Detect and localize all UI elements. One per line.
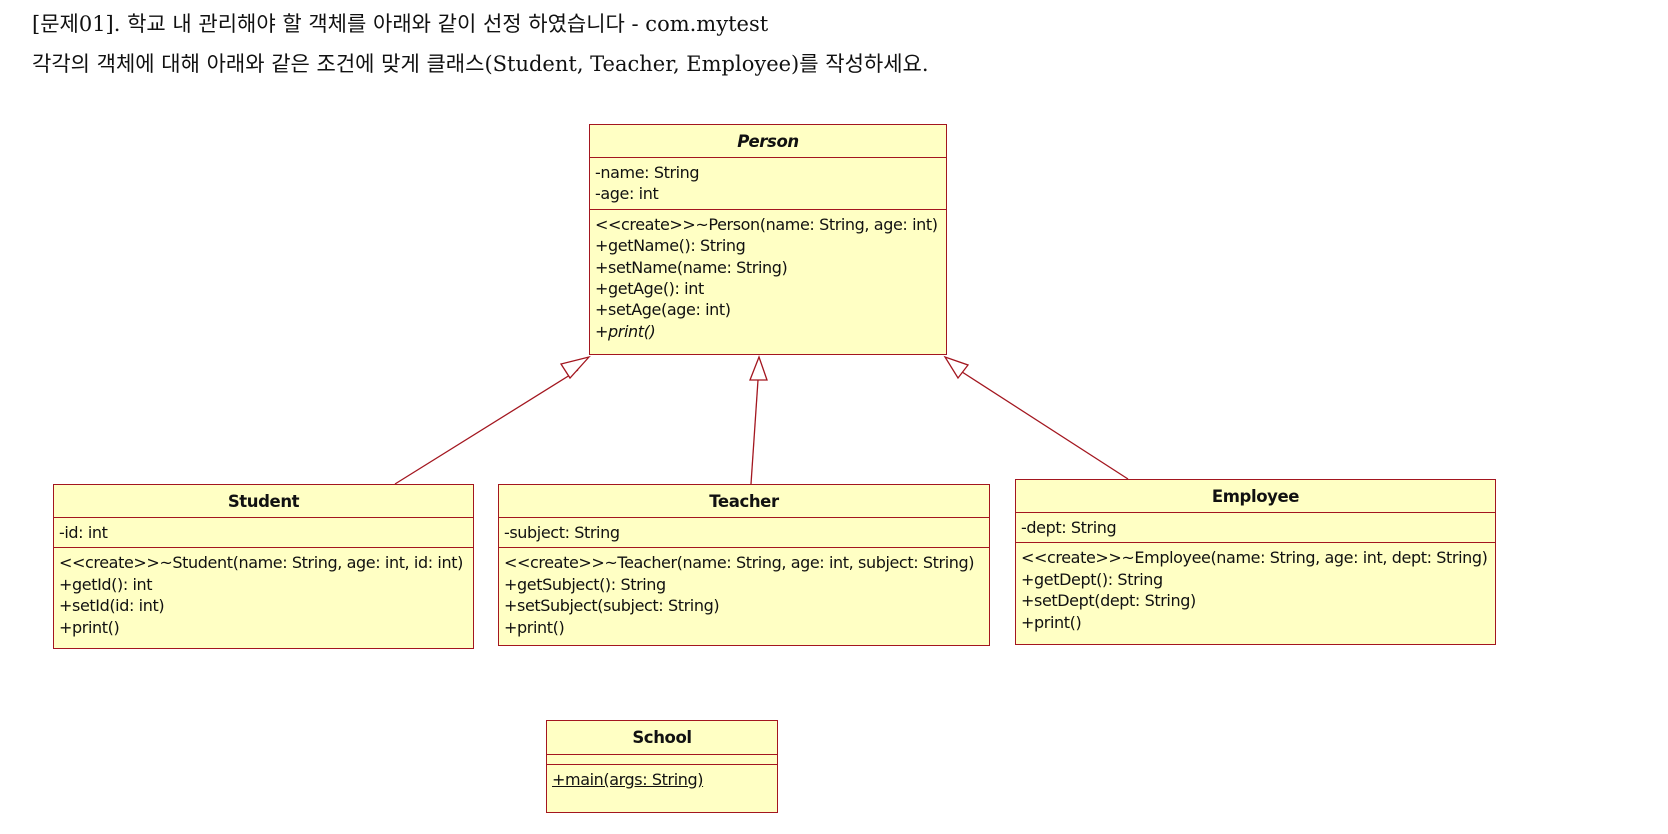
operations-section: +main(args: String) bbox=[547, 765, 777, 794]
attributes-section bbox=[547, 755, 777, 765]
operation-line: +getSubject(): String bbox=[504, 574, 666, 594]
class-school[interactable]: School +main(args: String) bbox=[546, 720, 778, 813]
teacher-person-line bbox=[750, 379, 759, 485]
attributes-section: -name: String -age: int bbox=[590, 158, 946, 210]
operation-line: +getAge(): int bbox=[595, 279, 704, 299]
employee-person-arrowhead bbox=[943, 355, 970, 380]
class-employee[interactable]: Employee -dept: String <<create>>~Employ… bbox=[1015, 479, 1496, 645]
operation-line: +setName(name: String) bbox=[595, 257, 788, 277]
problem-title: [문제01]. 학교 내 관리해야 할 객체를 아래와 같이 선정 하였습니다 … bbox=[32, 12, 769, 36]
static-operation-line: +main(args: String) bbox=[552, 770, 704, 789]
operations-section: <<create>>~Teacher(name: String, age: in… bbox=[499, 548, 989, 642]
operation-line: <<create>>~Person(name: String, age: int… bbox=[595, 214, 938, 234]
operation-line: +print() bbox=[1021, 612, 1082, 632]
operation-line: +setDept(dept: String) bbox=[1021, 591, 1196, 611]
student-person-line bbox=[394, 369, 579, 485]
operation-line: +print() bbox=[59, 617, 120, 637]
operations-section: <<create>>~Student(name: String, age: in… bbox=[54, 548, 473, 642]
attributes-section: -dept: String bbox=[1016, 513, 1495, 544]
abstract-operation-line: +print() bbox=[595, 321, 656, 341]
attribute-line: -id: int bbox=[59, 523, 108, 542]
operation-line: +setSubject(subject: String) bbox=[504, 596, 720, 616]
operation-line: <<create>>~Student(name: String, age: in… bbox=[59, 553, 463, 573]
class-name: Person bbox=[590, 125, 946, 158]
operation-line: +getDept(): String bbox=[1021, 569, 1163, 589]
class-student[interactable]: Student -id: int <<create>>~Student(name… bbox=[53, 484, 474, 649]
attribute-line: -subject: String bbox=[504, 523, 620, 542]
operation-line: +setAge(age: int) bbox=[595, 300, 731, 320]
operation-line: <<create>>~Teacher(name: String, age: in… bbox=[504, 553, 975, 573]
attribute-line: -age: int bbox=[595, 184, 659, 204]
operation-line: +setId(id: int) bbox=[59, 596, 165, 616]
class-name: Teacher bbox=[499, 485, 989, 518]
class-name: School bbox=[547, 721, 777, 755]
attributes-section: -subject: String bbox=[499, 518, 989, 549]
class-teacher[interactable]: Teacher -subject: String <<create>>~Teac… bbox=[498, 484, 990, 646]
student-person-arrowhead bbox=[559, 355, 591, 380]
employee-person-line bbox=[958, 369, 1129, 480]
operations-section: <<create>>~Employee(name: String, age: i… bbox=[1016, 543, 1495, 637]
operation-line: +getId(): int bbox=[59, 574, 153, 594]
attribute-line: -dept: String bbox=[1021, 518, 1117, 537]
operation-line: <<create>>~Employee(name: String, age: i… bbox=[1021, 548, 1488, 568]
class-name: Student bbox=[54, 485, 473, 518]
attribute-line: -name: String bbox=[595, 163, 700, 182]
class-person[interactable]: Person -name: String -age: int <<create>… bbox=[589, 124, 947, 355]
attributes-section: -id: int bbox=[54, 518, 473, 549]
class-name: Employee bbox=[1016, 480, 1495, 513]
operations-section: <<create>>~Person(name: String, age: int… bbox=[590, 210, 946, 346]
teacher-person-arrowhead bbox=[749, 355, 768, 381]
problem-description: 각각의 객체에 대해 아래와 같은 조건에 맞게 클래스(Student, Te… bbox=[32, 52, 929, 76]
operation-line: +print() bbox=[504, 617, 565, 637]
operation-line: +getName(): String bbox=[595, 236, 746, 256]
